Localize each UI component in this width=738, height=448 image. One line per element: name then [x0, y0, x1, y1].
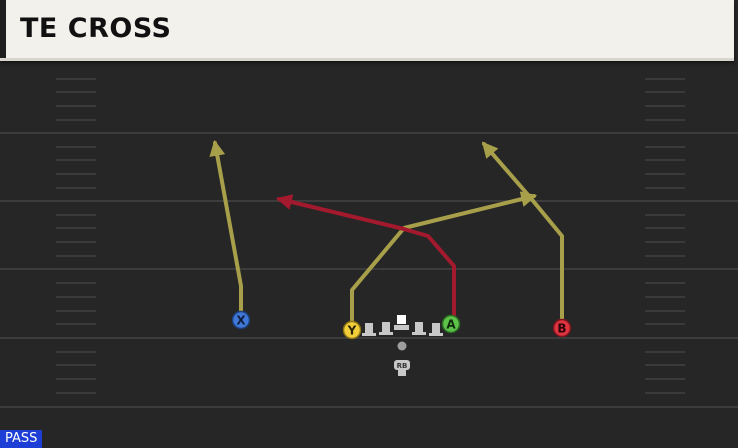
title-accent-stripe	[0, 0, 6, 58]
quarterback-icon	[397, 341, 407, 351]
play-type-badge: PASS	[0, 430, 43, 448]
player-a[interactable]: A	[441, 314, 461, 334]
player-a-label: A	[446, 318, 456, 332]
player-x-label: X	[236, 314, 246, 328]
hash-marks	[56, 78, 685, 394]
player-y-label: Y	[347, 324, 357, 338]
running-back-icon: RB	[394, 360, 410, 376]
center-icon	[394, 315, 409, 330]
player-y[interactable]: Y	[342, 320, 362, 340]
rb-label: RB	[397, 362, 408, 370]
play-title-bar: TE CROSS	[0, 0, 734, 61]
play-title: TE CROSS	[20, 13, 172, 44]
route-y-cross	[350, 191, 538, 330]
offensive-line	[362, 315, 443, 336]
route-b-corner	[481, 141, 564, 328]
route-a-highlight	[275, 194, 456, 324]
player-b-label: B	[557, 322, 566, 336]
player-b[interactable]: B	[552, 318, 572, 338]
route-x-fade	[209, 139, 243, 320]
player-x[interactable]: X	[231, 310, 251, 330]
